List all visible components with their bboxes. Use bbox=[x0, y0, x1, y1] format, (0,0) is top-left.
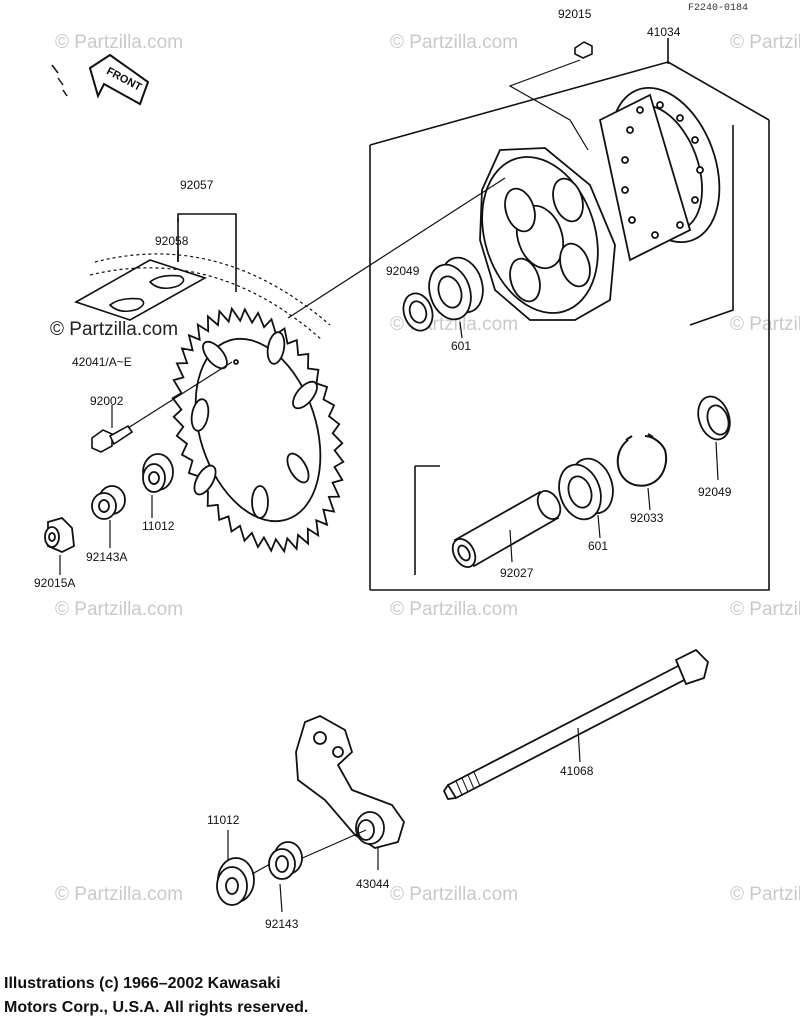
part-label: 41068 bbox=[560, 764, 594, 778]
chain bbox=[89, 253, 331, 341]
part-label: 41034 bbox=[647, 25, 681, 39]
seal-92049-lower bbox=[697, 395, 731, 441]
watermark: © Partzilla.com bbox=[390, 884, 518, 905]
copyright-notice: Illustrations (c) 1966–2002 Kawasaki Mot… bbox=[4, 972, 564, 1020]
part-label: 92002 bbox=[90, 394, 124, 408]
collar-92143a bbox=[91, 485, 126, 520]
part-label: 92057 bbox=[180, 178, 214, 192]
watermark-dark: © Partzilla.com bbox=[50, 319, 178, 340]
watermark: © Partzilla.com bbox=[390, 599, 518, 620]
washer-11012-lower bbox=[216, 857, 255, 906]
part-label: 92058 bbox=[155, 234, 189, 248]
watermark: © Partzilla.com bbox=[55, 32, 183, 53]
nut-92015a bbox=[44, 516, 75, 553]
circlip-92033 bbox=[616, 433, 668, 487]
nut-92015 bbox=[508, 41, 593, 151]
watermark: © Partzilla.com bbox=[55, 884, 183, 905]
seal-92049-upper bbox=[402, 292, 434, 332]
front-arrow-icon: FRONT bbox=[51, 53, 150, 106]
watermark: © Partzilla.com bbox=[730, 884, 800, 905]
copyright-line: Illustrations (c) 1966–2002 Kawasaki bbox=[4, 975, 281, 992]
bolt-92002 bbox=[91, 361, 233, 453]
caliper-bracket-43044 bbox=[295, 715, 405, 849]
part-label: 92015 bbox=[558, 7, 592, 21]
diagram-code: F2240-0184 bbox=[688, 3, 748, 14]
part-label: 92015A bbox=[34, 576, 75, 590]
rear-sprocket-42041 bbox=[171, 306, 345, 554]
part-label: 42041/A~E bbox=[72, 355, 132, 369]
washer-11012-upper bbox=[142, 453, 174, 493]
watermark: © Partzilla.com bbox=[730, 32, 800, 53]
part-label: 92143 bbox=[265, 917, 299, 931]
part-label: 601 bbox=[588, 539, 608, 553]
watermark: © Partzilla.com bbox=[730, 314, 800, 335]
part-label: 601 bbox=[451, 339, 471, 353]
part-labels: 92015 41034 92057 92058 42041/A~E 92049 … bbox=[34, 7, 732, 931]
watermark: © Partzilla.com bbox=[55, 599, 183, 620]
watermark: © Partzilla.com bbox=[730, 599, 800, 620]
bearing-601-lower bbox=[558, 457, 614, 521]
copyright-line: Motors Corp., U.S.A. All rights reserved… bbox=[4, 999, 309, 1016]
part-label: 92049 bbox=[386, 264, 420, 278]
chain-master-link bbox=[74, 213, 237, 321]
part-label: 92049 bbox=[698, 485, 732, 499]
spacer-92027 bbox=[451, 490, 562, 568]
axle-41068 bbox=[442, 648, 709, 800]
part-label: 92033 bbox=[630, 511, 664, 525]
part-label: 43044 bbox=[356, 877, 390, 891]
collar-92143 bbox=[268, 841, 303, 880]
part-label: 11012 bbox=[207, 813, 240, 827]
watermark: © Partzilla.com bbox=[390, 32, 518, 53]
part-label: 11012 bbox=[142, 519, 175, 533]
part-label: 92143A bbox=[86, 550, 127, 564]
hub-assembly-outline bbox=[369, 38, 770, 591]
bearing-601-upper bbox=[428, 256, 484, 321]
rear-hub-41034 bbox=[479, 87, 721, 321]
part-label: 92027 bbox=[500, 566, 534, 580]
